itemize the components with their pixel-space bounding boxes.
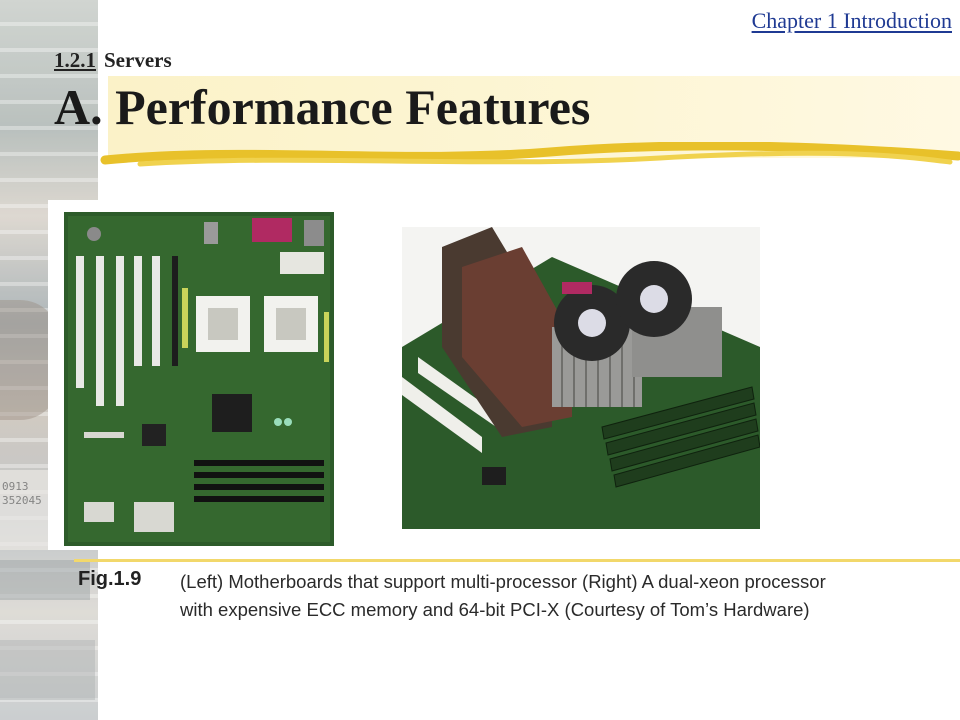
dual-xeon-image-right: [402, 227, 760, 529]
title-underline-swoosh: [100, 142, 960, 167]
strip-number-2: 352045: [2, 494, 42, 507]
figure-caption-line-2: with expensive ECC memory and 64-bit PCI…: [180, 599, 810, 620]
strip-number-1: 0913: [2, 480, 29, 493]
section-name: Servers: [104, 48, 172, 72]
strip-photo-keyboard: [0, 640, 95, 700]
figure-caption-line-1: (Left) Motherboards that support multi-p…: [180, 571, 826, 592]
section-heading: 1.2.1 Servers: [54, 48, 172, 73]
figure-label: Fig.1.9: [78, 568, 142, 590]
caption-divider: [74, 559, 960, 562]
section-number: 1.2.1: [54, 48, 96, 72]
strip-photo-device: [0, 560, 90, 600]
chapter-link[interactable]: Chapter 1 Introduction: [751, 8, 952, 33]
strip-numbers: 0913 352045: [2, 480, 42, 508]
page-title: A. Performance Features: [54, 79, 591, 135]
figure-caption: (Left) Motherboards that support multi-p…: [180, 568, 940, 624]
motherboard-image-left: [64, 212, 334, 546]
